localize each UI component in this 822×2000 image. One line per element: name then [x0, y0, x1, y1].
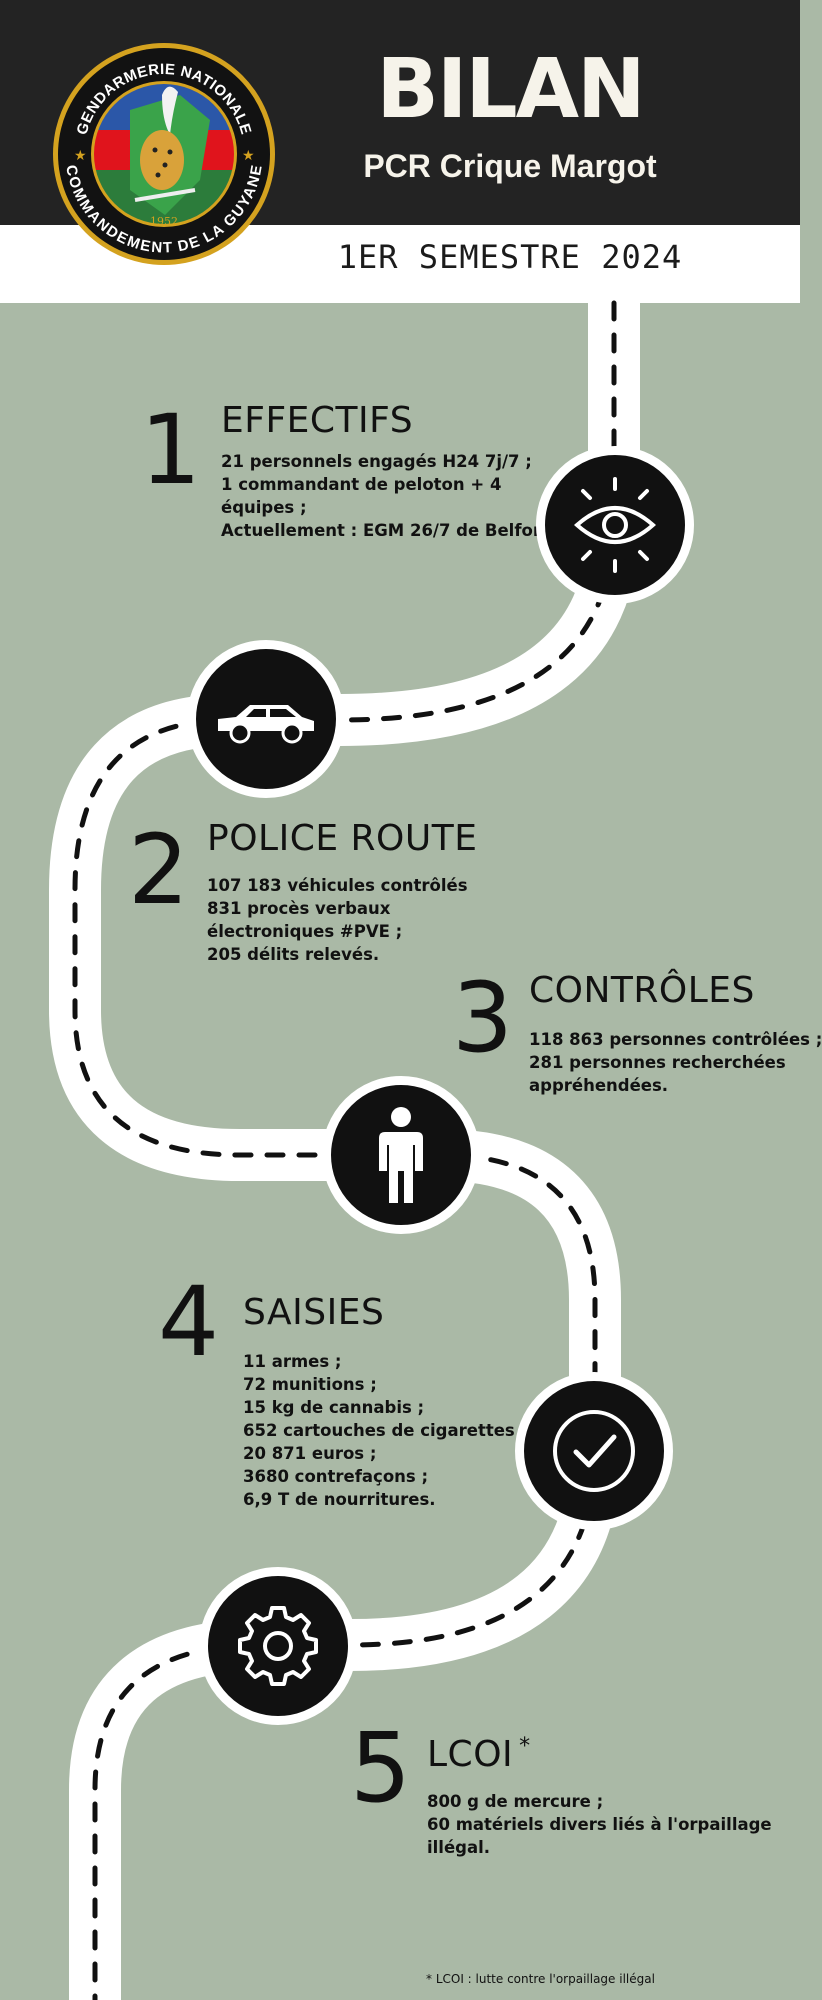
section-3-icon-circle — [322, 1076, 480, 1234]
semester-label: 1ER SEMESTRE 2024 — [337, 238, 683, 276]
section-5-body: 800 g de mercure ; 60 matériels divers l… — [427, 1790, 772, 1859]
section-4-title: SAISIES — [243, 1292, 385, 1333]
page-title: BILAN — [376, 42, 645, 137]
svg-text:★: ★ — [242, 148, 255, 164]
section-3-title: CONTRÔLES — [529, 970, 755, 1011]
section-2-line: 205 délits relevés. — [207, 945, 380, 964]
checkmark-icon — [553, 1410, 635, 1492]
section-5-title-wrap: LCOI* — [427, 1734, 531, 1775]
section-5-title-mark: * — [519, 1734, 531, 1759]
section-1-title: EFFECTIFS — [221, 400, 414, 441]
section-4-line: 20 871 euros ; — [243, 1444, 377, 1463]
section-1-number: 1 — [140, 394, 202, 506]
section-2-line: 831 procès verbaux — [207, 899, 391, 918]
section-3-line: 281 personnes recherchées — [529, 1053, 786, 1072]
section-3-line: 118 863 personnes contrôlées ; — [529, 1030, 822, 1049]
footnote: * LCOI : lutte contre l'orpaillage illég… — [426, 1972, 655, 1986]
page-subtitle: PCR Crique Margot — [363, 148, 657, 184]
section-5-line: 60 matériels divers liés à l'orpaillage — [427, 1815, 772, 1834]
section-2-line: 107 183 véhicules contrôlés — [207, 876, 468, 895]
section-1-line: équipes ; — [221, 498, 307, 517]
section-1-body: 21 personnels engagés H24 7j/7 ; 1 comma… — [221, 450, 555, 542]
section-2-body: 107 183 véhicules contrôlés 831 procès v… — [207, 874, 468, 966]
section-4-line: 11 armes ; — [243, 1352, 342, 1371]
section-3-body: 118 863 personnes contrôlées ; 281 perso… — [529, 1028, 822, 1097]
section-5-icon-circle — [199, 1567, 357, 1725]
eye-icon — [573, 477, 657, 573]
section-2-title: POLICE ROUTE — [207, 818, 478, 859]
section-4-icon-circle — [515, 1372, 673, 1530]
section-2-icon-circle — [187, 640, 345, 798]
section-4-number: 4 — [158, 1266, 220, 1378]
section-2-line: électroniques #PVE ; — [207, 922, 403, 941]
section-3-number: 3 — [452, 962, 514, 1074]
gear-icon — [238, 1606, 318, 1686]
section-1-line: Actuellement : EGM 26/7 de Belfort. — [221, 521, 556, 540]
section-4-line: 652 cartouches de cigarettes ; — [243, 1421, 528, 1440]
section-2-number: 2 — [128, 814, 190, 926]
svg-text:★: ★ — [74, 148, 87, 164]
section-1-line: 21 personnels engagés H24 7j/7 ; — [221, 452, 532, 471]
section-5-line: 800 g de mercure ; — [427, 1792, 604, 1811]
svg-text:1952: 1952 — [150, 215, 178, 228]
gendarmerie-logo: 1952 GENDARMERIE NATIONALE COMMANDEMENT … — [53, 43, 275, 265]
section-4-line: 15 kg de cannabis ; — [243, 1398, 425, 1417]
section-5-line: illégal. — [427, 1838, 491, 1857]
section-1-line: 1 commandant de peloton + 4 — [221, 475, 502, 494]
section-4-line: 72 munitions ; — [243, 1375, 377, 1394]
car-icon — [218, 705, 314, 744]
section-4-body: 11 armes ; 72 munitions ; 15 kg de canna… — [243, 1350, 527, 1511]
section-4-line: 3680 contrefaçons ; — [243, 1467, 429, 1486]
section-4-line: 6,9 T de nourritures. — [243, 1490, 436, 1509]
section-5-number: 5 — [350, 1712, 412, 1824]
person-icon — [379, 1107, 423, 1203]
section-3-line: appréhendées. — [529, 1076, 669, 1095]
section-1-icon-circle — [536, 446, 694, 604]
section-5-title: LCOI — [427, 1734, 514, 1775]
